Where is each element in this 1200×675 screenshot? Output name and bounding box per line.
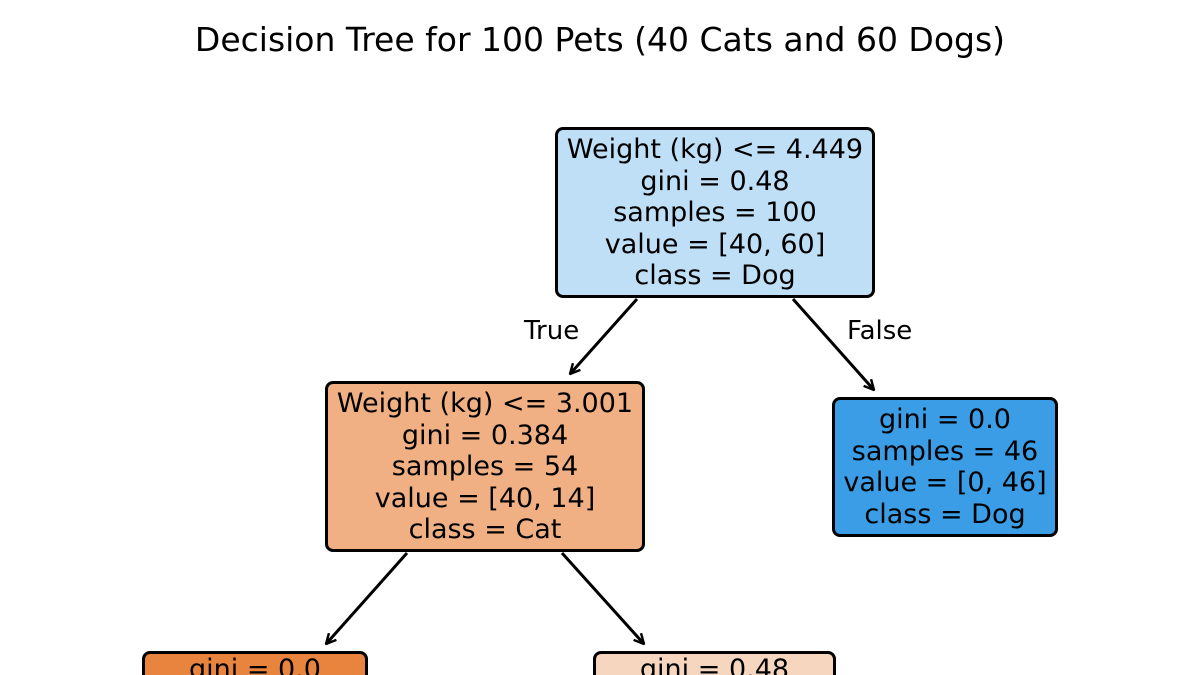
node-line: value = [40, 14]	[374, 482, 596, 514]
node-line: gini = 0.0	[189, 654, 321, 675]
node-root: Weight (kg) <= 4.449 gini = 0.48 samples…	[555, 127, 875, 298]
node-line: gini = 0.48	[640, 165, 790, 197]
node-line: samples = 54	[391, 451, 579, 482]
node-right: gini = 0.0 samples = 46 value = [0, 46] …	[832, 397, 1058, 537]
node-line: class = Dog	[864, 498, 1026, 530]
node-left: Weight (kg) <= 3.001 gini = 0.384 sample…	[325, 381, 645, 552]
edge-root-right	[791, 298, 874, 390]
node-line: samples = 46	[851, 435, 1039, 467]
node-line: gini = 0.48	[639, 654, 790, 675]
node-line: class = Cat	[408, 514, 562, 545]
edge-label-true: True	[524, 316, 580, 346]
node-line: value = [0, 46]	[843, 467, 1047, 498]
node-line: Weight (kg) <= 3.001	[336, 388, 634, 419]
node-line: Weight (kg) <= 4.449	[566, 134, 864, 165]
edge-root-left	[570, 298, 639, 374]
edge-left-leafleft	[326, 552, 409, 644]
node-line: class = Dog	[634, 260, 796, 291]
diagram-title: Decision Tree for 100 Pets (40 Cats and …	[194, 20, 1006, 59]
node-line: value = [40, 60]	[604, 228, 826, 260]
edge-left-leafright	[560, 551, 644, 644]
node-line: samples = 100	[613, 197, 817, 228]
node-leaf-left: gini = 0.0	[142, 651, 368, 675]
edge-label-false: False	[847, 316, 913, 346]
node-leaf-right: gini = 0.48	[593, 651, 836, 675]
node-line: gini = 0.384	[401, 419, 569, 451]
node-line: gini = 0.0	[879, 404, 1011, 435]
